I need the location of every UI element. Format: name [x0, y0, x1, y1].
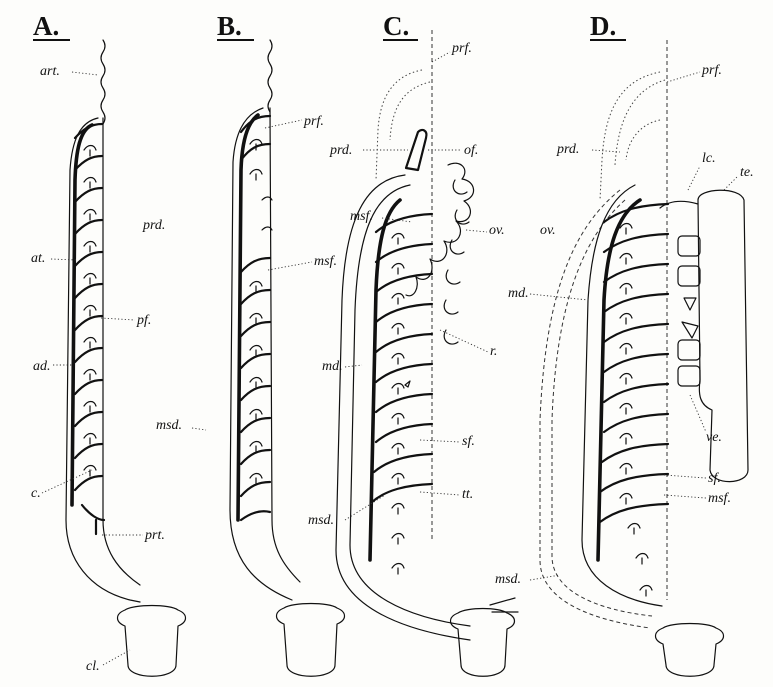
- panel-a-labels: art. prd. at. pf. ad. msd. c. prt. cl.: [31, 64, 206, 674]
- label-msd-c: msd.: [308, 513, 334, 528]
- panel-c-title: C.: [383, 11, 409, 41]
- panel-a-title: A.: [33, 11, 59, 41]
- label-prf-d: prf.: [701, 63, 722, 78]
- label-msf-c: msf.: [350, 209, 373, 224]
- label-c: c.: [31, 486, 41, 501]
- label-ov-d: ov.: [540, 223, 556, 238]
- label-prt: prt.: [144, 528, 165, 543]
- panel-d-title: D.: [590, 11, 616, 41]
- label-prf-b: prf.: [303, 114, 324, 129]
- label-md-c: md.: [322, 359, 343, 374]
- panel-d-labels: prf. prd. lc. te. ov. md. ve. sf. msf. m…: [495, 63, 754, 587]
- panel-c-labels: prf. prd. of. msf. ov. md. r. sf. tt. ms…: [308, 41, 505, 528]
- panel-b-title: B.: [217, 11, 242, 41]
- label-sf-d: sf.: [708, 471, 721, 486]
- label-ve: ve.: [706, 430, 722, 445]
- label-prf-c: prf.: [451, 41, 472, 56]
- label-art: art.: [40, 64, 60, 79]
- panel-d-drawing: [540, 40, 748, 676]
- panel-a-drawing: [66, 40, 186, 676]
- label-prd-c: prd.: [329, 143, 352, 158]
- panel-b-labels: prf. msf.: [265, 114, 337, 270]
- label-msf-d: msf.: [708, 491, 731, 506]
- label-ad: ad.: [33, 359, 51, 374]
- label-at: at.: [31, 251, 45, 266]
- label-of: of.: [464, 143, 478, 158]
- label-md-d: md.: [508, 286, 529, 301]
- label-lc: lc.: [702, 151, 716, 166]
- label-prd-a: prd.: [142, 218, 165, 233]
- label-r: r.: [490, 344, 497, 359]
- label-pf: pf.: [136, 313, 151, 328]
- label-tt: tt.: [462, 487, 473, 502]
- label-ov-c: ov.: [489, 223, 505, 238]
- label-cl: cl.: [86, 659, 100, 674]
- label-sf-c: sf.: [462, 434, 475, 449]
- label-msd-d: msd.: [495, 572, 521, 587]
- label-te: te.: [740, 165, 754, 180]
- label-msd-a: msd.: [156, 418, 182, 433]
- label-prd-d: prd.: [556, 142, 579, 157]
- label-msf-b: msf.: [314, 254, 337, 269]
